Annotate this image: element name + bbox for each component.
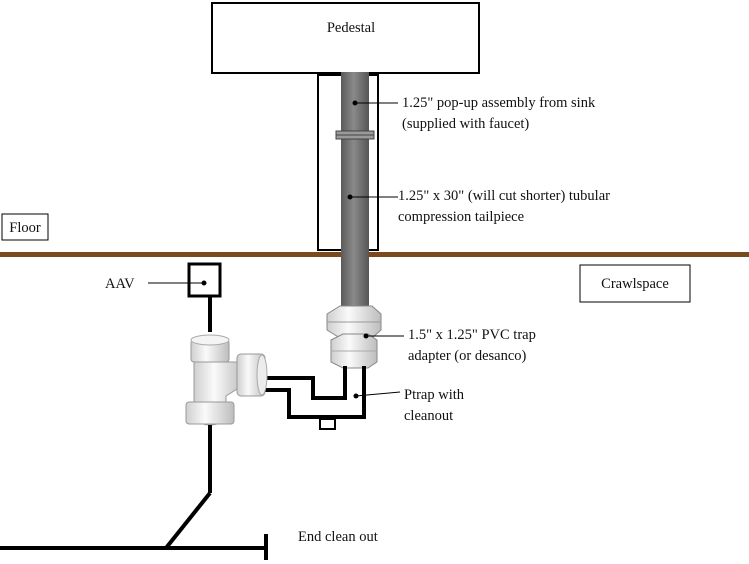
leader-lines	[148, 100, 404, 399]
aav-valve	[187, 262, 222, 332]
tailpiece-label-line2: compression tailpiece	[398, 209, 524, 225]
ptrap-label-line1: Ptrap with	[404, 387, 465, 403]
tailpiece-pipe	[335, 72, 375, 320]
aav-label: AAV	[105, 276, 135, 292]
sanitary-tee	[185, 334, 268, 426]
popup-assembly-label-line1: 1.25" pop-up assembly from sink	[402, 95, 596, 111]
trap-adapter	[326, 305, 382, 369]
trap-adapter-label-line1: 1.5" x 1.25" PVC trap	[408, 327, 536, 343]
ptrap	[260, 366, 366, 430]
crawlspace-label-box: Crawlspace	[579, 264, 691, 303]
floor-label: Floor	[9, 220, 41, 236]
floor-line	[0, 252, 749, 257]
floor-label-box: Floor	[1, 213, 49, 241]
drain-line	[0, 425, 268, 560]
pedestal-label: Pedestal	[327, 20, 375, 36]
popup-assembly-label-line2: (supplied with faucet)	[402, 116, 529, 132]
tailpiece-label-line1: 1.25" x 30" (will cut shorter) tubular	[398, 188, 610, 204]
ptrap-label-line2: cleanout	[404, 408, 453, 424]
pedestal: Pedestal	[211, 2, 480, 74]
trap-adapter-label-line2: adapter (or desanco)	[408, 348, 527, 364]
crawlspace-label: Crawlspace	[601, 276, 669, 292]
end-cleanout-label: End clean out	[298, 529, 378, 545]
ptrap-cleanout-plug	[319, 418, 336, 430]
